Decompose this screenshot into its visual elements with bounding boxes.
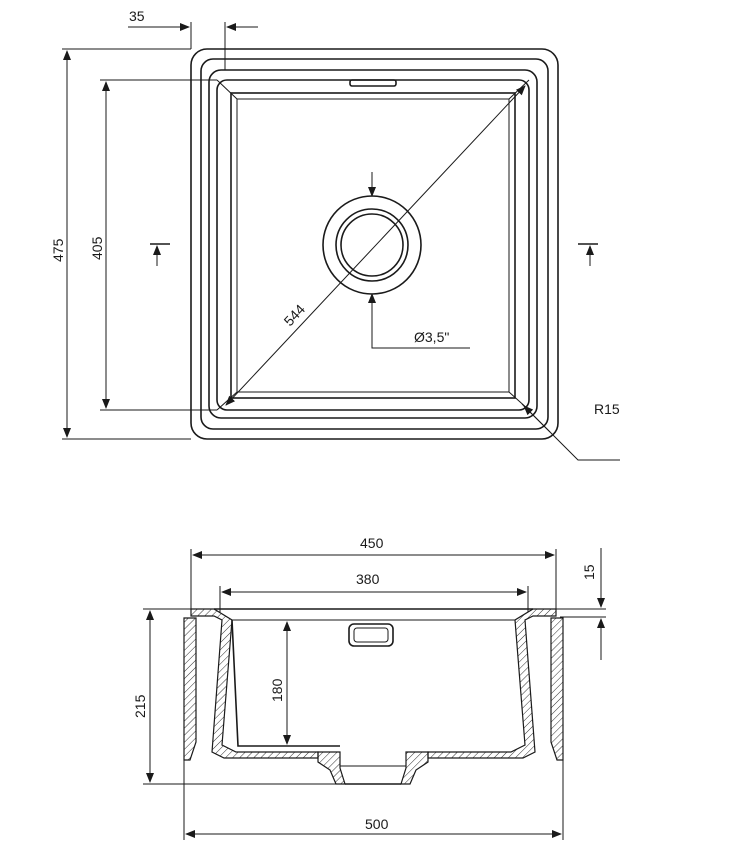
lip-height-label: 15 xyxy=(581,564,597,580)
diagonal-label: 544 xyxy=(280,301,308,329)
top-width-label: 450 xyxy=(360,535,384,551)
overflow-slot-inner xyxy=(353,627,389,643)
drain-inner-ring xyxy=(340,213,404,277)
top-view: Ø3,5" 544 35 475 405 R15 xyxy=(50,8,620,461)
bowl-inner-profile xyxy=(231,619,340,747)
sink-outer-rim xyxy=(190,48,559,440)
bowl-floor xyxy=(230,92,516,399)
drain-left-section xyxy=(317,751,346,785)
bowl-outer-edge xyxy=(208,69,538,419)
corner-bevel xyxy=(508,79,530,100)
bottom-width-label: 500 xyxy=(365,816,389,832)
drain-ring xyxy=(335,208,409,282)
left-wall-section xyxy=(190,608,319,759)
left-skirt-section xyxy=(183,617,197,761)
corner-radius-label: R15 xyxy=(594,401,620,417)
bowl-depth-label: 180 xyxy=(269,678,285,702)
right-skirt-section xyxy=(550,617,564,761)
diagonal-dimension-line xyxy=(225,85,526,406)
flange-offset-label: 35 xyxy=(129,8,145,24)
section-marker-left xyxy=(150,243,170,266)
corner-bevel xyxy=(216,391,238,411)
drain-right-section xyxy=(400,751,429,785)
drain-outer-ring xyxy=(322,195,422,295)
overflow-slot-section xyxy=(348,623,394,647)
bowl-upper-edge xyxy=(216,79,530,411)
inner-height-label: 405 xyxy=(89,236,105,260)
overflow-slot xyxy=(349,79,397,87)
total-height-label: 215 xyxy=(132,694,148,718)
overall-height-label: 475 xyxy=(50,238,66,262)
drain-diameter-label: Ø3,5" xyxy=(414,329,449,345)
radius-arrow xyxy=(523,405,551,433)
section-marker-right xyxy=(578,243,598,266)
sink-rim-inner-edge xyxy=(200,58,549,430)
inner-width-label: 380 xyxy=(356,571,380,587)
corner-bevel xyxy=(216,79,238,100)
right-wall-section xyxy=(427,608,557,759)
section-view: 450 380 15 180 xyxy=(132,535,606,840)
